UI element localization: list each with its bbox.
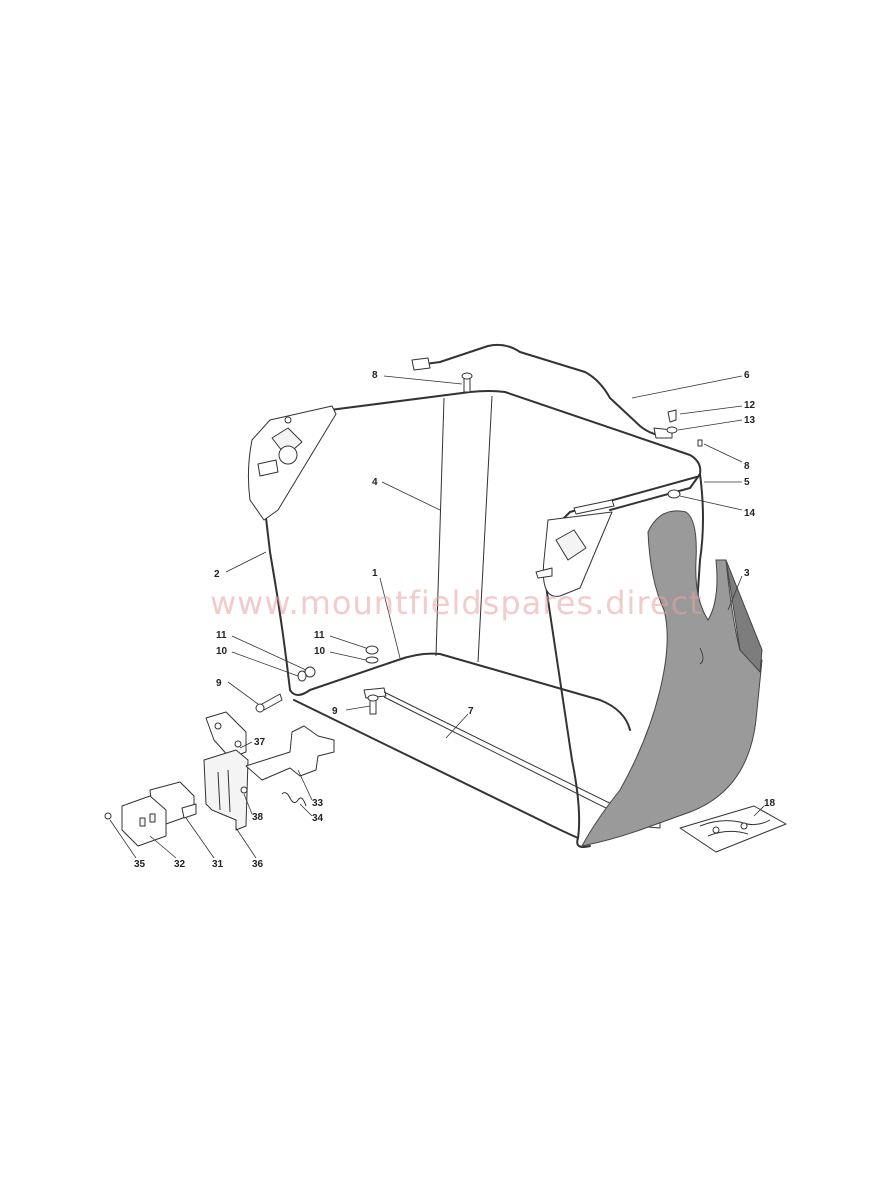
callout-label: 4 <box>372 477 378 488</box>
callout-label: 38 <box>252 812 264 823</box>
callout-label: 8 <box>744 461 750 472</box>
callout-label: 10 <box>216 646 228 657</box>
callout-label: 37 <box>254 737 266 748</box>
callout-label: 8 <box>372 370 378 381</box>
callout-label: 7 <box>468 706 474 717</box>
callout-label: 11 <box>216 630 227 641</box>
callout-label: 33 <box>312 798 324 809</box>
callout-label: 12 <box>744 400 756 411</box>
right-side-bracket <box>535 499 615 597</box>
callout-label: 3 <box>744 568 750 579</box>
callout-label: 31 <box>212 859 224 870</box>
callout-labels: 8 6 12 13 8 5 4 14 2 3 1 11 11 10 10 9 9… <box>134 370 776 870</box>
callout-label: 6 <box>744 370 750 381</box>
callout-label: 14 <box>744 508 756 519</box>
callout-label: 32 <box>174 859 186 870</box>
callout-label: 9 <box>216 678 222 689</box>
callout-label: 2 <box>214 569 220 580</box>
latch-assembly <box>104 711 335 847</box>
callout-label: 35 <box>134 859 146 870</box>
hardware-bag <box>679 805 787 853</box>
callout-label: 13 <box>744 415 756 426</box>
callout-label: 36 <box>252 859 264 870</box>
leader-lines <box>109 375 765 859</box>
callout-label: 34 <box>312 813 324 824</box>
callout-label: 11 <box>314 630 325 641</box>
hardware <box>255 372 703 715</box>
left-side-bracket <box>247 405 337 521</box>
callout-label: 10 <box>314 646 326 657</box>
callout-label: 1 <box>372 568 378 579</box>
callout-label: 5 <box>744 477 750 488</box>
handle-bar <box>411 343 673 439</box>
rear-panel <box>435 395 493 663</box>
callout-label: 18 <box>764 798 776 809</box>
callout-label: 9 <box>332 706 338 717</box>
watermark-text: www.mountfieldspares.direct <box>210 584 703 622</box>
grass-bag <box>581 510 763 847</box>
